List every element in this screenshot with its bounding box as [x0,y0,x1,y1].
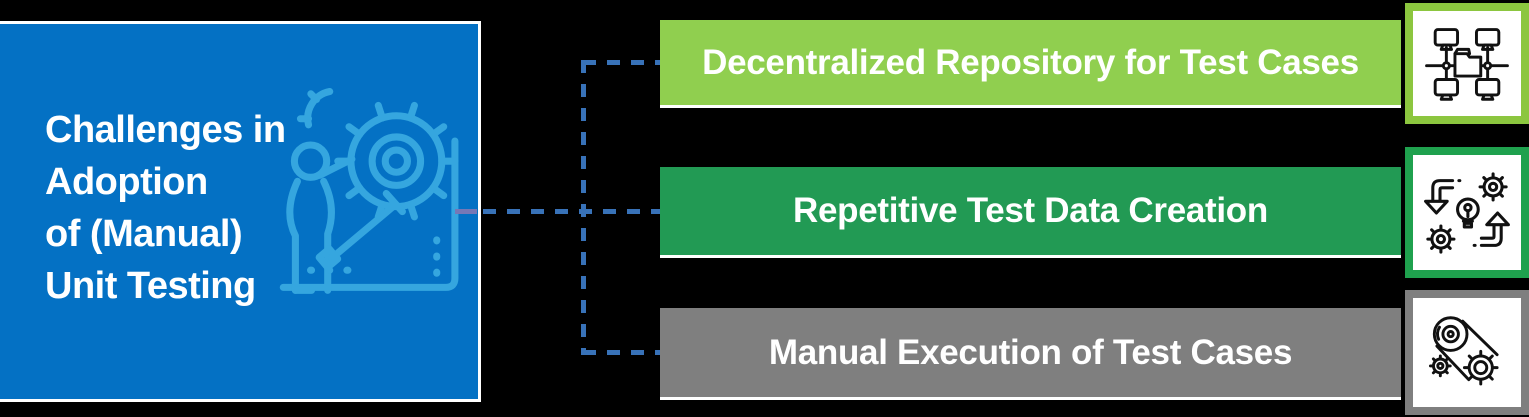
process-lightbulb-gears-icon [1424,171,1510,254]
challenge-bar-decentralized-repository: Decentralized Repository for Test Cases [660,20,1401,108]
connector-vertical [581,60,586,355]
icon-tile-decentralized-repository [1405,3,1529,124]
connector-middle [483,209,661,214]
person-adjusting-gears-icon [279,88,459,294]
challenge-box: Challenges in Adoption of (Manual) Unit … [0,21,481,402]
connector-stub [455,209,477,214]
connector-top [583,60,661,65]
challenge-bar-label: Decentralized Repository for Test Cases [702,42,1359,82]
challenge-bar-label: Repetitive Test Data Creation [793,191,1268,230]
challenge-bar-repetitive-test-data: Repetitive Test Data Creation [660,167,1401,258]
challenge-title: Challenges in Adoption of (Manual) Unit … [45,104,286,312]
challenge-title-line: of (Manual) [45,213,243,255]
networked-folder-icon [1425,27,1509,101]
connector-bottom [583,350,661,355]
challenge-bar-manual-execution: Manual Execution of Test Cases [660,308,1401,400]
challenge-title-line: Challenges in [45,109,286,151]
icon-tile-repetitive-test-data [1405,147,1529,278]
belt-driven-gears-icon [1428,315,1499,385]
challenge-title-line: Adoption [45,161,208,203]
challenge-bar-label: Manual Execution of Test Cases [768,332,1293,372]
challenge-title-line: Unit Testing [45,265,256,307]
icon-tile-manual-execution [1405,290,1529,415]
